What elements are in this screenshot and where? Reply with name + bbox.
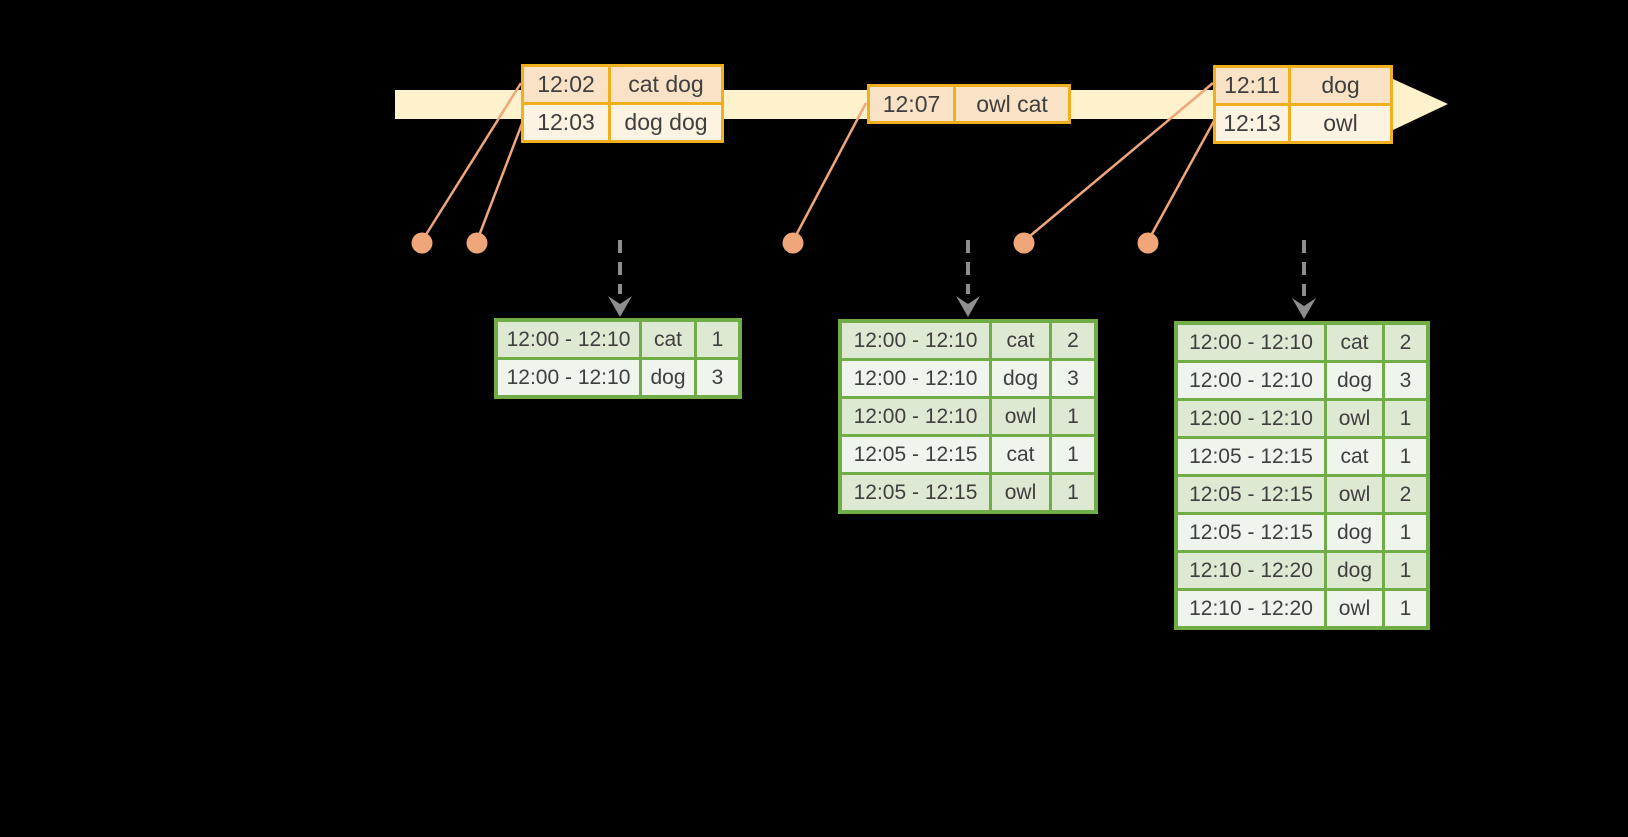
animal-cell: dog bbox=[642, 360, 694, 395]
window-cell: 12:00 - 12:10 bbox=[842, 323, 989, 358]
count-cell: 1 bbox=[1385, 439, 1426, 474]
count-cell: 1 bbox=[1052, 437, 1094, 472]
connector-line bbox=[1146, 120, 1216, 242]
event-dot-icon bbox=[411, 232, 433, 254]
count-cell: 2 bbox=[1052, 323, 1094, 358]
count-cell: 1 bbox=[1385, 401, 1426, 436]
window-cell: 12:05 - 12:15 bbox=[1178, 515, 1324, 550]
count-cell: 3 bbox=[1052, 361, 1094, 396]
result-table-3: 12:00 - 12:10 cat 2 12:00 - 12:10 dog 3 … bbox=[1174, 321, 1430, 630]
event-value: dog dog bbox=[611, 105, 721, 140]
count-cell: 2 bbox=[1385, 325, 1426, 360]
window-cell: 12:00 - 12:10 bbox=[842, 399, 989, 434]
count-cell: 3 bbox=[1385, 363, 1426, 398]
window-cell: 12:10 - 12:20 bbox=[1178, 591, 1324, 626]
count-cell: 2 bbox=[1385, 477, 1426, 512]
window-cell: 12:00 - 12:10 bbox=[1178, 325, 1324, 360]
event-time: 12:07 bbox=[870, 87, 953, 121]
window-cell: 12:00 - 12:10 bbox=[842, 361, 989, 396]
event-value: dog bbox=[1291, 68, 1390, 103]
event-value: cat dog bbox=[611, 67, 721, 102]
event-time: 12:13 bbox=[1216, 106, 1288, 141]
window-cell: 12:00 - 12:10 bbox=[498, 322, 639, 357]
animal-cell: dog bbox=[1327, 363, 1382, 398]
animal-cell: cat bbox=[992, 437, 1049, 472]
count-cell: 1 bbox=[1385, 553, 1426, 588]
connector-line bbox=[420, 82, 523, 242]
down-arrowhead-icon bbox=[956, 296, 980, 317]
window-cell: 12:00 - 12:10 bbox=[498, 360, 639, 395]
count-cell: 1 bbox=[697, 322, 738, 357]
window-cell: 12:05 - 12:15 bbox=[842, 437, 989, 472]
animal-cell: cat bbox=[1327, 439, 1382, 474]
connector-line bbox=[475, 120, 525, 242]
animal-cell: owl bbox=[1327, 401, 1382, 436]
count-cell: 3 bbox=[697, 360, 738, 395]
down-arrowhead-icon bbox=[1292, 298, 1316, 319]
event-dot-icon bbox=[466, 232, 488, 254]
count-cell: 1 bbox=[1385, 591, 1426, 626]
window-cell: 12:05 - 12:15 bbox=[1178, 477, 1324, 512]
count-cell: 1 bbox=[1052, 475, 1094, 510]
event-table-2: 12:07 owl cat bbox=[867, 84, 1071, 124]
event-table-3: 12:11 dog 12:13 owl bbox=[1213, 65, 1393, 144]
event-time: 12:03 bbox=[524, 105, 608, 140]
animal-cell: dog bbox=[1327, 515, 1382, 550]
count-cell: 1 bbox=[1385, 515, 1426, 550]
count-cell: 1 bbox=[1052, 399, 1094, 434]
event-dot-icon bbox=[782, 232, 804, 254]
event-table-1: 12:02 cat dog 12:03 dog dog bbox=[521, 64, 724, 143]
connector-line bbox=[1023, 82, 1214, 242]
window-cell: 12:00 - 12:10 bbox=[1178, 401, 1324, 436]
result-table-2: 12:00 - 12:10 cat 2 12:00 - 12:10 dog 3 … bbox=[838, 319, 1098, 514]
event-time: 12:11 bbox=[1216, 68, 1288, 103]
event-value: owl bbox=[1291, 106, 1390, 141]
event-dot-icon bbox=[1013, 232, 1035, 254]
window-cell: 12:05 - 12:15 bbox=[842, 475, 989, 510]
window-cell: 12:05 - 12:15 bbox=[1178, 439, 1324, 474]
animal-cell: cat bbox=[1327, 325, 1382, 360]
event-value: owl cat bbox=[956, 87, 1068, 121]
connector-line bbox=[791, 102, 868, 242]
animal-cell: owl bbox=[992, 475, 1049, 510]
animal-cell: dog bbox=[992, 361, 1049, 396]
animal-cell: cat bbox=[992, 323, 1049, 358]
animal-cell: owl bbox=[1327, 477, 1382, 512]
window-cell: 12:10 - 12:20 bbox=[1178, 553, 1324, 588]
animal-cell: owl bbox=[1327, 591, 1382, 626]
animal-cell: owl bbox=[992, 399, 1049, 434]
animal-cell: dog bbox=[1327, 553, 1382, 588]
animal-cell: cat bbox=[642, 322, 694, 357]
event-time: 12:02 bbox=[524, 67, 608, 102]
window-cell: 12:00 - 12:10 bbox=[1178, 363, 1324, 398]
result-table-1: 12:00 - 12:10 cat 1 12:00 - 12:10 dog 3 bbox=[494, 318, 742, 399]
event-dot-icon bbox=[1137, 232, 1159, 254]
down-arrowhead-icon bbox=[608, 296, 632, 317]
